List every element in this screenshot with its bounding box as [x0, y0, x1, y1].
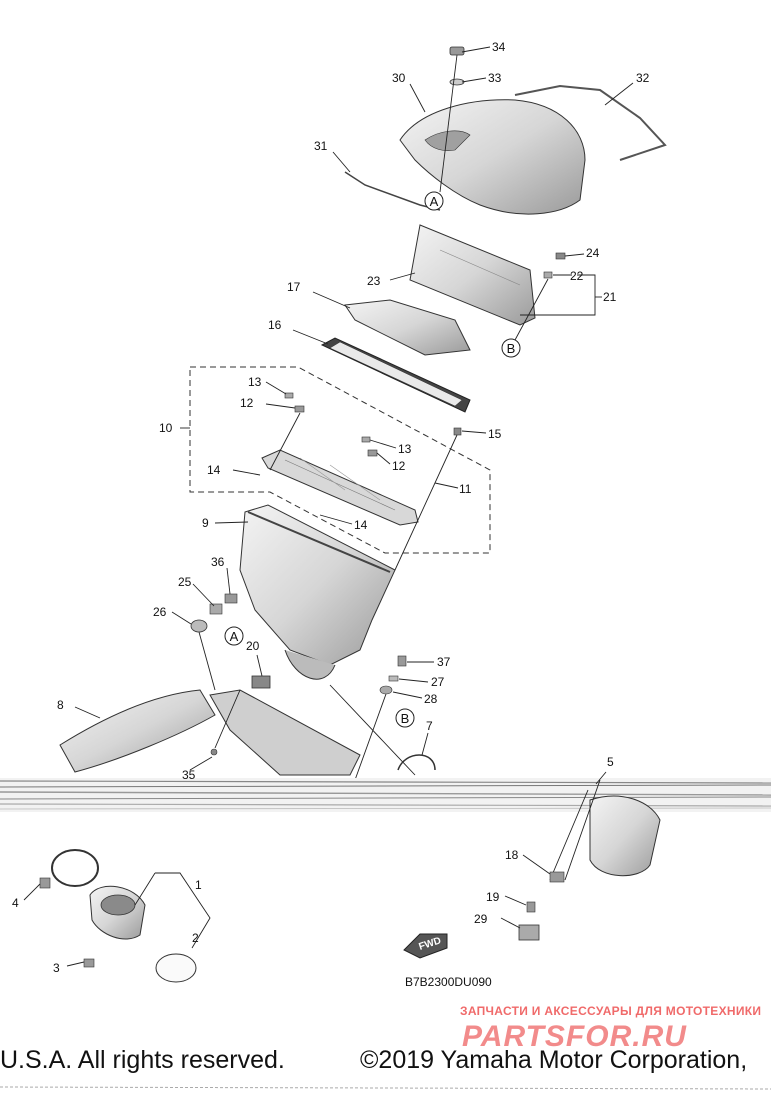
callout-34: 34 — [492, 40, 506, 54]
callout-5: 5 — [607, 755, 614, 769]
part-15-screw — [453, 427, 462, 436]
callout-23: 23 — [367, 274, 381, 288]
callout-16: 16 — [268, 318, 282, 332]
copyright-left: U.S.A. All rights reserved. — [0, 1046, 285, 1074]
watermark: ЗАПЧАСТИ И АКСЕССУАРЫ ДЛЯ МОТОТЕХНИКИ PA… — [460, 1004, 761, 1053]
callout-3: 3 — [53, 961, 60, 975]
air-box-base — [209, 689, 361, 776]
part-26-grommet — [190, 619, 208, 633]
callout-19: 19 — [486, 890, 500, 904]
callout-4: 4 — [12, 896, 19, 910]
callout-12-a: 12 — [240, 396, 254, 410]
callout-32: 32 — [636, 71, 650, 85]
part-2-seal-ring — [155, 953, 197, 983]
ref-b-bottom: B — [401, 711, 410, 726]
callout-13-a: 13 — [248, 375, 262, 389]
part-1-intake-joint — [89, 885, 146, 940]
group-box-10 — [189, 366, 491, 554]
part-27-washer — [388, 675, 399, 682]
part-29-clip — [518, 924, 540, 941]
part-3-bolt — [83, 958, 95, 968]
ref-b-top: B — [507, 341, 516, 356]
callout-14-b: 14 — [354, 518, 368, 532]
part-18-bolt — [549, 871, 565, 883]
callout-14-a: 14 — [207, 463, 221, 477]
watermark-brand: PARTSFOR.RU — [462, 1020, 687, 1053]
callout-2: 2 — [192, 931, 199, 945]
callout-24: 24 — [586, 246, 600, 260]
callout-8: 8 — [57, 698, 64, 712]
part-7-clamp — [397, 754, 436, 771]
part-13-clip-b — [361, 436, 371, 443]
callout-15: 15 — [488, 427, 502, 441]
part-34-bolt — [449, 46, 465, 86]
callout-12-b: 12 — [392, 459, 406, 473]
part-20-bracket — [251, 675, 271, 689]
part-12-grommet-b — [367, 449, 378, 457]
part-30-cover — [399, 99, 586, 215]
callout-26: 26 — [153, 605, 167, 619]
part-12-grommet — [294, 405, 305, 413]
callout-29: 29 — [474, 912, 488, 926]
callout-25: 25 — [178, 575, 192, 589]
part-17-lid — [344, 299, 471, 356]
callout-1: 1 — [195, 878, 202, 892]
callout-36: 36 — [211, 555, 225, 569]
part-36-bolt — [224, 593, 238, 604]
part-9-air-box — [239, 504, 396, 680]
callout-9: 9 — [202, 516, 209, 530]
part-23-panel — [409, 224, 536, 326]
callout-33: 33 — [488, 71, 502, 85]
part-4-screw — [39, 877, 51, 889]
part-8-intake-duct — [59, 689, 216, 773]
part-32-seal — [514, 84, 667, 161]
leader-lines — [23, 46, 634, 967]
copyright-right: ©2019 Yamaha Motor Corporation, — [360, 1046, 748, 1074]
part-24-screw — [555, 252, 566, 260]
callout-17: 17 — [287, 280, 301, 294]
part-13-clip — [284, 392, 294, 399]
watermark-tagline: ЗАПЧАСТИ И АКСЕССУАРЫ ДЛЯ МОТОТЕХНИКИ — [460, 1004, 761, 1018]
part-37-bolt — [397, 655, 407, 667]
callout-numbers: 34 33 30 32 31 24 22 23 21 17 16 13 12 1… — [12, 40, 650, 975]
part-28-collar — [379, 685, 393, 695]
callout-21: 21 — [603, 290, 617, 304]
callout-22: 22 — [570, 269, 584, 283]
callout-30: 30 — [392, 71, 406, 85]
part-5-duct — [589, 795, 661, 877]
callout-11: 11 — [459, 482, 472, 496]
part-19-screw — [526, 901, 536, 913]
callout-28: 28 — [424, 692, 438, 706]
callout-27: 27 — [431, 675, 445, 689]
part-16-air-filter — [320, 337, 471, 413]
part-clamp-ring — [51, 849, 99, 887]
diagram-code: B7B2300DU090 — [405, 975, 492, 989]
fwd-arrow: FWD — [403, 933, 448, 959]
ref-a-top: A — [430, 194, 439, 209]
callout-35: 35 — [182, 768, 196, 782]
part-14-filter-frame — [261, 449, 419, 526]
ref-a-bottom: A — [230, 629, 239, 644]
callout-37: 37 — [437, 655, 451, 669]
scan-noise-band — [0, 778, 771, 812]
callout-20: 20 — [246, 639, 260, 653]
callout-18: 18 — [505, 848, 519, 862]
part-25-collar — [209, 603, 223, 615]
part-22-nut — [543, 271, 553, 279]
reference-markers: A B A B — [224, 191, 521, 728]
part-35-screw — [210, 748, 218, 756]
callout-7: 7 — [426, 719, 433, 733]
callout-13-b: 13 — [398, 442, 412, 456]
bottom-noise-line — [0, 1086, 771, 1090]
callout-31: 31 — [314, 139, 328, 153]
callout-10: 10 — [159, 421, 173, 435]
